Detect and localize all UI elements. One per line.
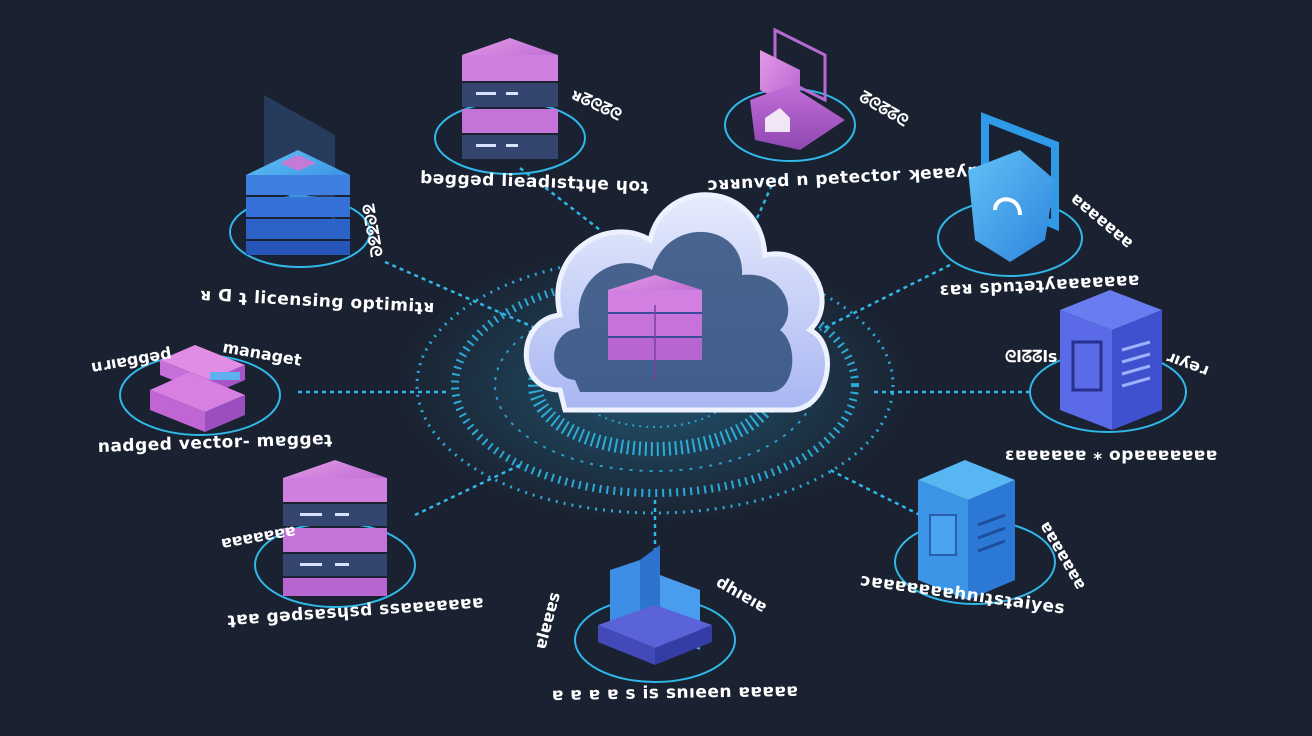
node-top-left-label: ᴚ ᗡ ʇ licensing optimiʇᴚ bbox=[200, 285, 436, 317]
node-right-bottom-side-label: ɐɐɐɐɐɐɐ bbox=[1037, 518, 1091, 593]
node-bottom-left[interactable]: ʇɐɐ gədsɐsɥsd ssɐɐɐɐɐɐɐ ɐɐɐɐɐɐɐ bbox=[219, 460, 485, 630]
managed-vector-icon bbox=[150, 345, 245, 432]
node-top-left[interactable]: ᴚ ᗡ ʇ licensing optimiʇᴚ ᘔᘓᘔᘔᘓ bbox=[200, 95, 436, 317]
node-top-right-side-label: ᘔᘓᘔᘔᘓ bbox=[856, 87, 912, 130]
vector-cabinet-icon bbox=[1060, 290, 1162, 430]
storage-cabinet-icon bbox=[918, 460, 1015, 600]
building-block-icon bbox=[598, 545, 712, 665]
node-top[interactable]: bəggəd lieadıstʇɥe ɥoʇ ᴚᘔᘓᘔᘓ bbox=[420, 38, 650, 196]
node-top-left-side-label: ᘔᘓᘔᘔᘓ bbox=[358, 202, 386, 258]
node-top-right[interactable]: ɔᴚᴚnved n petector ʞeɐɐʎɐɐ ᘔᘓᘔᘔᘓ bbox=[707, 27, 992, 195]
node-right-right-label: ɹıʎəɹ bbox=[1164, 346, 1212, 379]
database-server-icon bbox=[283, 460, 387, 596]
shield-icon bbox=[968, 112, 1059, 262]
node-top-side-label: ᴚᘔᘓᘔᘓ bbox=[568, 84, 625, 124]
node-bottom-left-label: ʇɐɐ gədsɐsɥsd ssɐɐɐɐɐɐɐ bbox=[227, 592, 485, 630]
node-bottom-right-label: dhıɐıɐ bbox=[713, 572, 771, 616]
node-top-right-label: ɔᴚᴚnved n petector ʞeɐɐʎɐɐ bbox=[707, 160, 992, 195]
node-bottom[interactable]: ɐ ɐ ɐ ɐ s is snıeen ɐɐɐɐɐ ɐlɐɐɐs dhıɐıɐ bbox=[531, 545, 799, 705]
license-chip-stack-icon bbox=[246, 95, 350, 255]
node-left[interactable]: uɹıɐggəd managet nadged vector- mɐggeʇ bbox=[89, 337, 333, 457]
node-right-bottom-label: ɛɐɐɐɐɐɐ ⁎ opɐɐɐɐɐɐɐ bbox=[1005, 445, 1218, 465]
database-server-icon bbox=[462, 38, 558, 159]
hub bbox=[395, 192, 915, 525]
node-bottom-label: ɐ ɐ ɐ ɐ s is snıeen ɐɐɐɐɐ bbox=[552, 681, 799, 705]
node-right-top[interactable]: ɛɐᴚ spnʇəʇʎɐɐɐɐɐɐɐ ɐɐɐɐɐɐɐ bbox=[937, 112, 1140, 300]
node-left-bottom-label: nadged vector- mɐggeʇ bbox=[97, 429, 333, 457]
node-bottom-left-label: ɐlɐɐɐs bbox=[531, 590, 564, 651]
node-right-left-label: ᘓlᘔᘔls bbox=[1005, 347, 1057, 366]
node-right-bottom[interactable]: ɔɐɐɐɐɐɐɐhnıʇsʇaiyes ɐɐɐɐɐɐɐ bbox=[859, 460, 1091, 619]
protector-tag-icon bbox=[750, 27, 845, 150]
node-right[interactable]: ᘓlᘔᘔls ɹıʎəɹ ɛɐɐɐɐɐɐ ⁎ opɐɐɐɐɐɐɐ bbox=[1005, 290, 1218, 465]
hub-server-icon bbox=[608, 275, 702, 380]
node-right-top-side-label: ɐɐɐɐɐɐɐ bbox=[1067, 189, 1137, 252]
node-top-label: bəggəd lieadıstʇɥe ɥoʇ bbox=[420, 168, 650, 196]
